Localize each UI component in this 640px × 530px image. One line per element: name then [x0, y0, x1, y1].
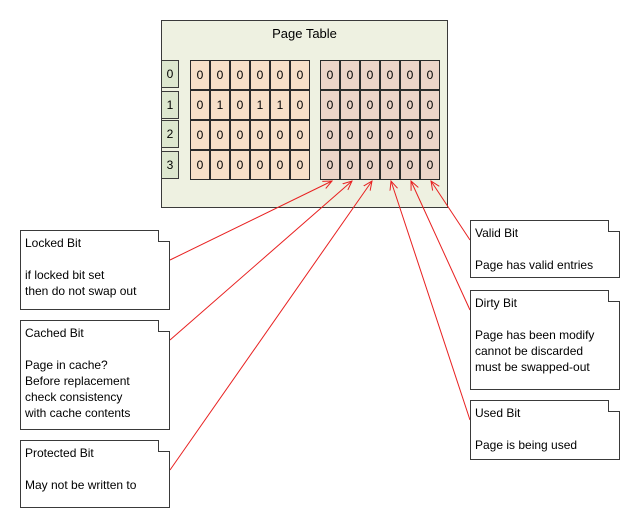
- note-title: Dirty Bit: [475, 296, 517, 310]
- note-text: [25, 251, 165, 267]
- note-fold-corner: [608, 399, 621, 412]
- used-bit-note: Used Bit Page is being used: [470, 399, 621, 460]
- note-fold-corner: [158, 229, 171, 242]
- note-text: Page is being used: [475, 438, 578, 452]
- page-row-index: 1: [161, 91, 179, 119]
- cached-bit-note: Cached Bit Page in cache? Before replace…: [20, 319, 171, 430]
- note-title: Protected Bit: [25, 446, 94, 460]
- note-text: [25, 341, 165, 357]
- page-entry-bit: 0: [290, 90, 310, 120]
- note-text: [475, 421, 615, 437]
- page-entry-bit: 0: [290, 120, 310, 150]
- page-flag-bit: 0: [340, 90, 360, 120]
- page-flag-bit: 0: [340, 60, 360, 90]
- note-fold-corner: [608, 219, 621, 232]
- note-text: [475, 241, 615, 257]
- note-title: Cached Bit: [25, 326, 84, 340]
- page-flag-bit: 0: [320, 90, 340, 120]
- page-entry-bit: 0: [250, 120, 270, 150]
- page-flag-bit: 0: [320, 60, 340, 90]
- protected-bit-note: Protected Bit May not be written to: [20, 439, 171, 508]
- protected-bit-connector: [169, 181, 372, 471]
- page-entry-bit: 0: [190, 150, 210, 180]
- note-text: if locked bit set: [25, 268, 105, 282]
- page-entry-bit: 0: [230, 150, 250, 180]
- used-bit-connector: [391, 181, 471, 421]
- page-row-index: 0: [161, 60, 179, 88]
- page-entry-bit: 0: [270, 120, 290, 150]
- note-text: with cache contents: [25, 406, 131, 420]
- note-text: Page has been modify: [475, 328, 595, 342]
- note-text: Page has valid entries: [475, 258, 594, 272]
- page-entry-bit: 1: [250, 90, 270, 120]
- locked-bit-connector: [169, 181, 332, 261]
- page-table-title: Page Table: [272, 26, 337, 41]
- note-title: Used Bit: [475, 406, 521, 420]
- page-entry-bit: 1: [210, 90, 230, 120]
- page-entry-bit: 0: [270, 150, 290, 180]
- page-entry-bit: 0: [190, 60, 210, 90]
- page-flag-bit: 0: [360, 120, 380, 150]
- valid-bit-note: Valid Bit Page has valid entries: [470, 219, 621, 278]
- page-flag-bit: 0: [320, 150, 340, 180]
- page-flag-bit: 0: [420, 150, 440, 180]
- note-fold-corner: [158, 439, 171, 452]
- page-flag-bit: 0: [420, 120, 440, 150]
- note-text: [25, 461, 165, 477]
- page-entry-bit: 0: [210, 150, 230, 180]
- page-entry-bit: 0: [190, 120, 210, 150]
- page-entry-bit: 0: [210, 60, 230, 90]
- page-flag-bit: 0: [420, 60, 440, 90]
- page-flag-bit: 0: [400, 120, 420, 150]
- page-entry-bit: 0: [250, 150, 270, 180]
- note-text: Page in cache?: [25, 358, 108, 372]
- page-flag-bit: 0: [360, 60, 380, 90]
- page-flag-bit: 0: [380, 60, 400, 90]
- note-text: cannot be discarded: [475, 344, 584, 358]
- note-title: Valid Bit: [475, 226, 519, 240]
- page-flag-bit: 0: [360, 150, 380, 180]
- page-flag-bit: 0: [360, 90, 380, 120]
- page-entry-bit: 1: [270, 90, 290, 120]
- note-fold-corner: [158, 319, 171, 332]
- valid-bit-connector: [431, 181, 471, 241]
- page-entry-bit: 0: [290, 150, 310, 180]
- note-title: Locked Bit: [25, 236, 82, 250]
- cached-bit-connector: [169, 181, 352, 341]
- page-flag-bit: 0: [400, 90, 420, 120]
- note-text: then do not swap out: [25, 284, 137, 298]
- dirty-bit-connector: [411, 181, 471, 311]
- note-text: May not be written to: [25, 478, 137, 492]
- page-entry-bit: 0: [290, 60, 310, 90]
- dirty-bit-note: Dirty Bit Page has been modify cannot be…: [470, 289, 621, 390]
- page-entry-bit: 0: [230, 120, 250, 150]
- page-entry-bit: 0: [230, 60, 250, 90]
- page-flag-bit: 0: [400, 150, 420, 180]
- note-text: Before replacement: [25, 374, 130, 388]
- note-fold-corner: [608, 289, 621, 302]
- page-flag-bit: 0: [380, 90, 400, 120]
- page-row-index: 2: [161, 120, 179, 148]
- page-flag-bit: 0: [420, 90, 440, 120]
- locked-bit-note: Locked Bit if locked bit set then do not…: [20, 229, 171, 310]
- page-entry-bit: 0: [190, 90, 210, 120]
- page-flag-bit: 0: [400, 60, 420, 90]
- page-row-index: 3: [161, 151, 179, 179]
- note-text: [475, 311, 615, 327]
- page-entry-bit: 0: [230, 90, 250, 120]
- page-flag-bit: 0: [380, 150, 400, 180]
- page-entry-bit: 0: [270, 60, 290, 90]
- page-entry-bit: 0: [250, 60, 270, 90]
- page-entry-bit: 0: [210, 120, 230, 150]
- page-flag-bit: 0: [340, 120, 360, 150]
- page-flag-bit: 0: [380, 120, 400, 150]
- page-flag-bit: 0: [340, 150, 360, 180]
- note-text: check consistency: [25, 390, 123, 404]
- note-text: must be swapped-out: [475, 360, 590, 374]
- page-flag-bit: 0: [320, 120, 340, 150]
